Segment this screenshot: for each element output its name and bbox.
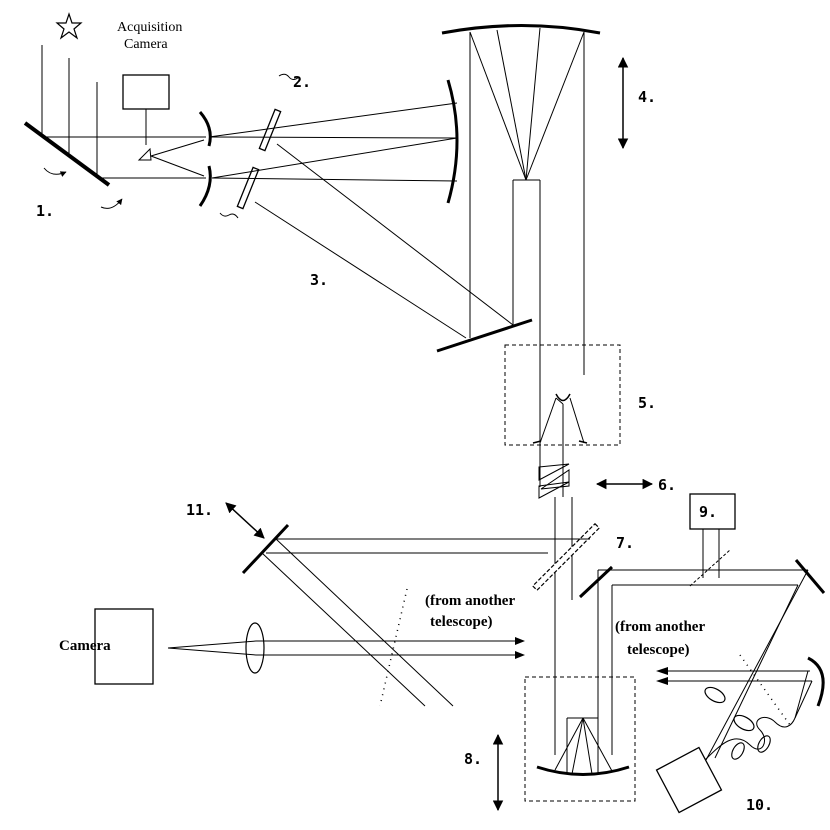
box-9-stem [702, 529, 720, 578]
pickoff-9 [689, 549, 731, 587]
camera-label: Camera [59, 638, 111, 654]
right-incoming-beams [656, 667, 812, 685]
delay-line-beams [469, 32, 585, 487]
acquisition-label-line2: Camera [124, 37, 168, 52]
label-6: 6. [658, 476, 676, 494]
label-11: 11. [186, 501, 213, 519]
incoming-starlight-beams [41, 45, 98, 175]
curved-mirror-upper [198, 111, 212, 147]
beams-to-fold-mirror [254, 143, 514, 339]
beams-to-mirror-11 [261, 538, 590, 707]
arrowhead-in-1 [515, 637, 525, 645]
box-9 [689, 493, 736, 530]
label-9: 9. [699, 503, 717, 521]
pickoff-prism [137, 147, 152, 161]
mirror-11 [241, 523, 290, 575]
right-beams [597, 569, 809, 761]
large-curved-mirror [446, 79, 459, 204]
right-curved-mirror [807, 656, 825, 707]
beamsplitter-7 [531, 522, 601, 592]
curved-mirror-lower [198, 165, 212, 207]
dotted-line-left [379, 588, 408, 707]
mirror-right-fold [794, 559, 826, 594]
secondary-mirror-5 [532, 393, 588, 497]
central-beams [554, 497, 573, 755]
top-mirror-rays [469, 27, 585, 181]
bottom-curved-mirror [536, 765, 630, 776]
right-focus-rays [794, 670, 813, 719]
wiggle-3 [219, 212, 239, 219]
camera-box [94, 608, 154, 685]
label-8: 8. [464, 750, 482, 768]
label-10: 10. [746, 796, 773, 814]
from-another-2-line2: telescope) [627, 642, 689, 658]
flat-mirror-3 [236, 166, 260, 210]
label-2: 2. [293, 73, 311, 91]
acquisition-camera-box [122, 74, 170, 110]
camera-lens [245, 622, 265, 674]
pickoff-rays [150, 139, 205, 177]
label-4: 4. [638, 88, 656, 106]
wiggle-2 [278, 73, 300, 80]
fold-mirror [436, 318, 533, 353]
arrow-11 [225, 502, 265, 539]
label-7: 7. [616, 534, 634, 552]
tip-tilt-mirror [23, 121, 123, 209]
detector-box-10 [655, 746, 723, 814]
beam-mirror1-to-pupil [42, 136, 206, 179]
from-another-1-line2: telescope) [430, 614, 492, 630]
box-5 [504, 344, 621, 446]
acquisition-label-line1: Acquisition [117, 20, 182, 35]
bottom-mirror-rays [554, 717, 613, 775]
mirror-7-fold [578, 565, 614, 599]
top-curved-mirror [441, 24, 601, 35]
camera-beam [167, 640, 523, 656]
star-icon [55, 12, 83, 40]
label-5: 5. [638, 394, 656, 412]
arrowhead-in-2 [515, 651, 525, 659]
beams-to-large-mirror [208, 102, 458, 182]
label-3: 3. [310, 271, 328, 289]
label-1: 1. [36, 202, 54, 220]
from-another-2-line1: (from another [615, 619, 705, 635]
fiber-optics-10 [704, 686, 796, 761]
box-8 [524, 676, 636, 802]
from-another-1-line1: (from another [425, 593, 515, 609]
prism-pair-6 [538, 463, 570, 499]
